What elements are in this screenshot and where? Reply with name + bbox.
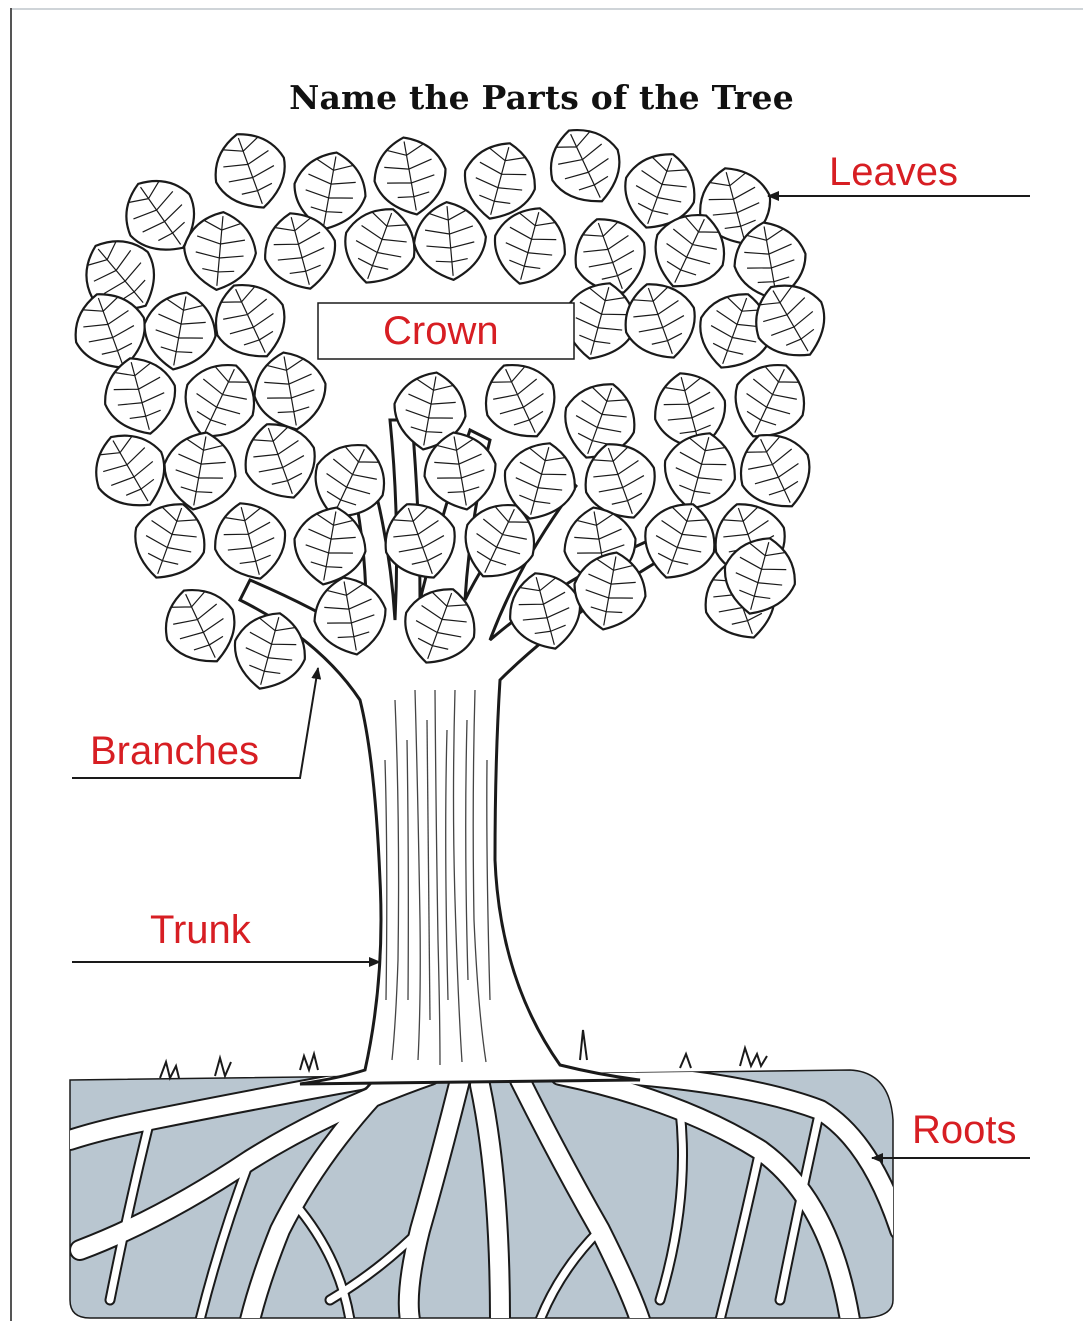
- label-leaves: Leaves: [829, 152, 958, 192]
- leaf: [655, 424, 745, 518]
- leaf: [158, 426, 242, 515]
- leaf: [233, 412, 327, 510]
- leaf: [151, 575, 249, 676]
- label-crown: Crown: [383, 311, 499, 351]
- label-branches: Branches: [90, 731, 259, 771]
- leaf: [632, 492, 726, 590]
- leaf: [536, 115, 634, 216]
- leaves-cluster: [63, 115, 841, 698]
- worksheet-title: Name the Parts of the Tree: [0, 78, 1083, 117]
- label-roots: Roots: [912, 1110, 1017, 1150]
- leaf: [205, 494, 295, 588]
- leaf: [471, 350, 569, 451]
- label-trunk: Trunk: [150, 910, 251, 950]
- leaf: [203, 122, 297, 220]
